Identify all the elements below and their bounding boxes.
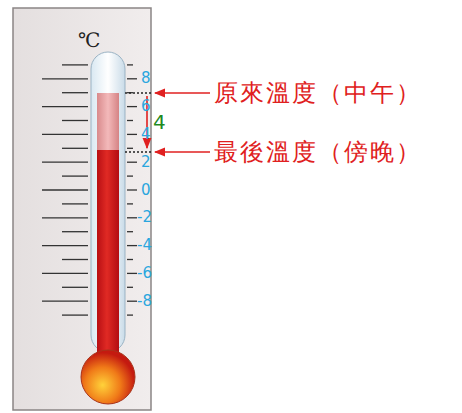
scale-number: -4 [137, 238, 152, 253]
scale-number: -2 [137, 210, 152, 225]
scale-number: 6 [141, 99, 151, 114]
scale-number: 0 [141, 183, 151, 198]
scale-number: 8 [141, 71, 151, 86]
unit-symbol: ℃ [78, 30, 100, 50]
difference-value: 4 [153, 112, 166, 132]
scale-number: -8 [137, 294, 152, 309]
scale-number: 2 [141, 155, 151, 170]
callout-label: 原來溫度（中午） [214, 81, 422, 105]
scale-number: -6 [137, 266, 152, 281]
scale-number: 4 [141, 127, 151, 142]
callout-label: 最後溫度（傍晚） [214, 140, 422, 164]
